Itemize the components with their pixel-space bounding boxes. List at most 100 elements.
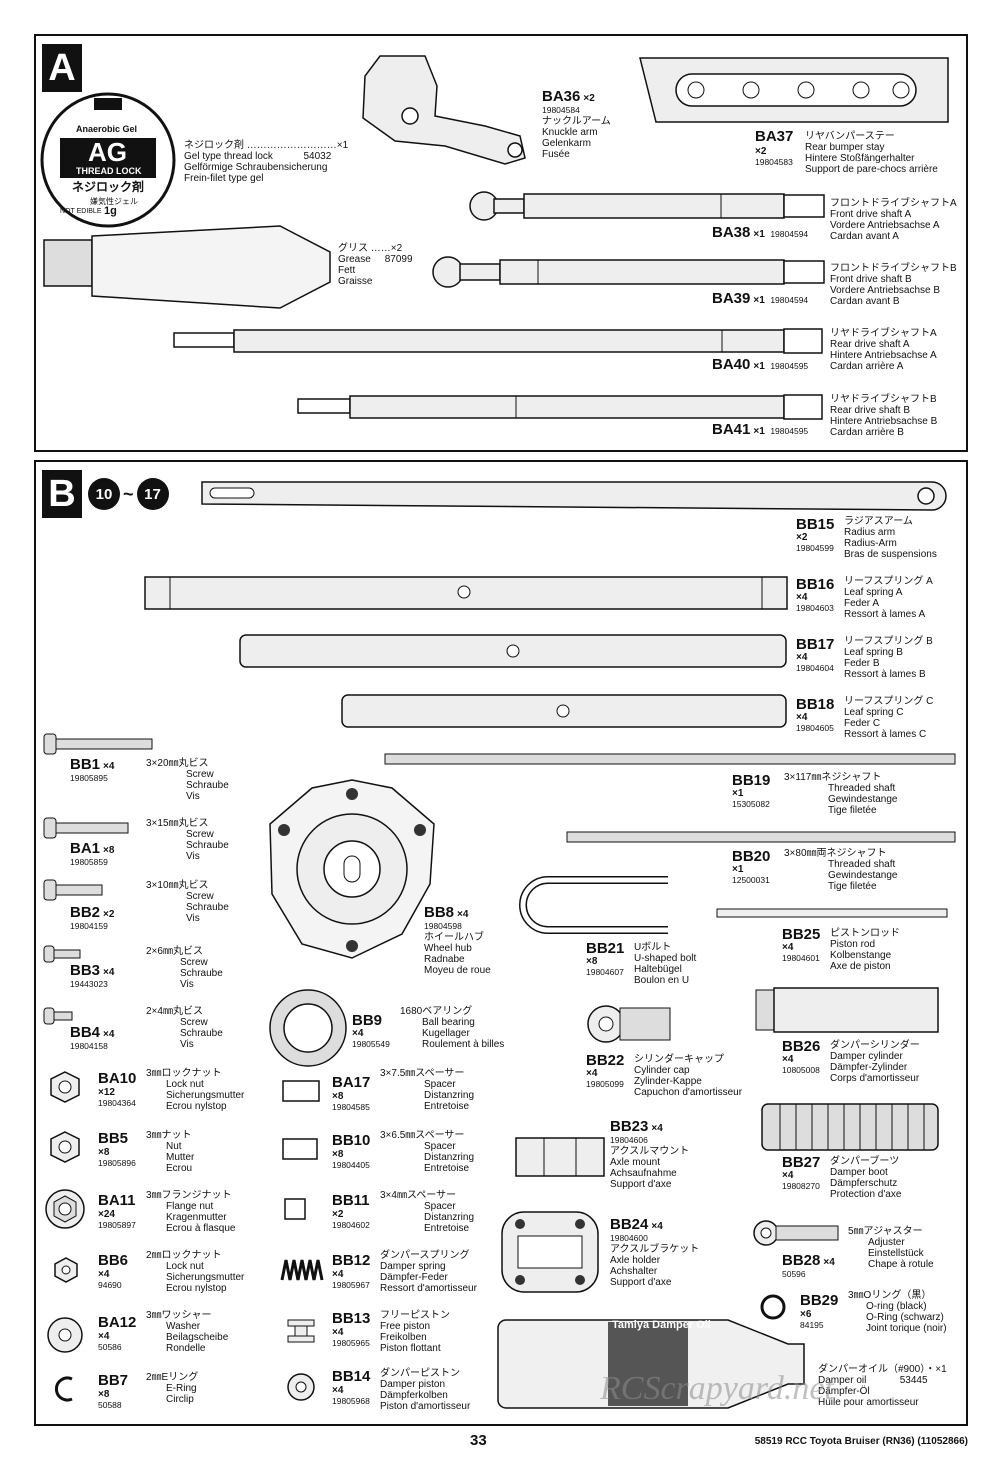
part-de: Achshalter xyxy=(610,1266,658,1277)
part-de: Distanzring xyxy=(424,1090,475,1101)
part-en: Lock nut xyxy=(166,1261,204,1272)
part-de: Dämpfer-Zylinder xyxy=(830,1062,908,1073)
part-en: Axle mount xyxy=(610,1157,661,1168)
part-jp: フロントドライブシャフトA xyxy=(830,198,957,209)
part-jp: ダンパーシリンダー xyxy=(830,1040,920,1051)
part-jp: リヤドライブシャフトB xyxy=(830,394,937,405)
part-en: Axle holder xyxy=(610,1255,661,1266)
lock-nut-3mm-icon xyxy=(50,1071,80,1103)
part-en: Flange nut xyxy=(166,1201,214,1212)
part-en: Spacer xyxy=(424,1141,456,1152)
part-jp: 3㎜フランジナット xyxy=(146,1190,232,1201)
part-en: Threaded shaft xyxy=(828,783,896,794)
part-fr: Cardan arrière B xyxy=(830,427,904,438)
part-jp: ダンパーピストン xyxy=(380,1368,460,1379)
part-fr: Vis xyxy=(186,851,200,862)
part-qty: ×4 xyxy=(796,652,808,663)
part-fr: Entretoise xyxy=(424,1223,470,1234)
part-label-ba37: BA37 xyxy=(755,128,793,145)
part-fr: Entretoise xyxy=(424,1101,470,1112)
grease-jp: グリス ……×2 xyxy=(338,243,403,254)
part-fr: Corps d'amortisseur xyxy=(830,1073,920,1084)
part-en: Washer xyxy=(166,1321,201,1332)
part-code: BB13 xyxy=(332,1310,371,1327)
part-jp: 3㎜ナット xyxy=(146,1130,192,1141)
part-number: 19804158 xyxy=(70,1041,108,1051)
part-en: Knuckle arm xyxy=(542,127,598,138)
badge-line1: Anaerobic Gel xyxy=(76,124,138,134)
part-desc-bb29: 3㎜Oリング（黒）O-ring (black)O-Ring (schwarz)J… xyxy=(848,1290,947,1334)
part-jp: 2㎜Eリング xyxy=(146,1372,199,1383)
part-number: 19805897 xyxy=(98,1220,136,1230)
front-drive-shaft-a-drawing xyxy=(469,191,825,221)
part-number: 19804607 xyxy=(586,967,624,977)
part-fr: Ecrou xyxy=(166,1163,193,1174)
part-code: BB9 xyxy=(352,1012,383,1029)
page-number: 33 xyxy=(470,1432,487,1449)
part-qty: ×4 xyxy=(98,1331,110,1342)
part-qty: ×2 xyxy=(755,146,767,157)
part-de: Feder C xyxy=(844,718,881,729)
part-code: BA38 xyxy=(712,224,751,241)
o-ring-icon xyxy=(760,1294,786,1320)
part-en: Leaf spring B xyxy=(844,647,903,658)
part-qty: ×4 xyxy=(586,1068,598,1079)
screw-2x6-drawing xyxy=(43,945,81,963)
part-de: Vordere Antriebsachse B xyxy=(830,285,941,296)
part-fr: Ressort à lames C xyxy=(844,729,927,740)
part-code: BB2 xyxy=(70,904,101,921)
part-code: BB5 xyxy=(98,1130,129,1147)
document-title: 58519 RCC Toyota Bruiser (RN36) (1105286… xyxy=(754,1436,968,1447)
part-fr: Ecrou à flasque xyxy=(166,1223,236,1234)
part-qty: ×4 xyxy=(796,592,808,603)
part-qty: ×4 xyxy=(782,1170,794,1181)
part-qty: ×2 xyxy=(796,532,808,543)
rear-bumper-stay-drawing xyxy=(639,57,949,123)
part-de: Sicherungsmutter xyxy=(166,1272,245,1283)
part-code: BB26 xyxy=(782,1038,821,1055)
part-code-ba41: BA41×1 19804595 xyxy=(712,421,808,438)
part-jp: 3㎜Oリング（黒） xyxy=(848,1290,932,1301)
threaded-shaft-80-drawing xyxy=(566,831,956,843)
thread-lock-badge: Anaerobic Gel AG THREAD LOCK ネジロック剤 嫌気性ジ… xyxy=(38,90,178,230)
thread-lock-jp: ネジロック剤 ………………………×1 xyxy=(184,140,349,151)
part-fr: Support d'axe xyxy=(610,1179,672,1190)
oil-de: Dämpfer-Öl xyxy=(818,1386,870,1397)
damper-oil-bottle-text: Tamiya Damper Oil xyxy=(612,1319,711,1331)
part-qty: ×8 xyxy=(586,956,598,967)
part-qty: ×4 xyxy=(651,1123,663,1134)
part-code: BA39 xyxy=(712,290,751,307)
part-code: BB24 xyxy=(610,1216,649,1233)
part-en: Leaf spring A xyxy=(844,587,903,598)
part-code: BA10 xyxy=(98,1070,137,1087)
part-qty: ×1 xyxy=(753,426,765,437)
part-de: Vordere Antriebsachse A xyxy=(830,220,940,231)
part-jp: 1680ベアリング xyxy=(400,1006,473,1017)
screw-3x20-drawing xyxy=(43,733,153,755)
part-jp: 2㎜ロックナット xyxy=(146,1250,222,1261)
part-number: 19805967 xyxy=(332,1280,370,1290)
part-jp: リヤバンパーステー xyxy=(805,131,895,142)
part-qty: ×4 xyxy=(332,1385,344,1396)
part-jp: 5㎜アジャスター xyxy=(848,1226,923,1237)
grease-num: 87099 xyxy=(384,254,413,265)
part-fr: Boulon en U xyxy=(634,975,690,986)
threaded-shaft-117-drawing xyxy=(384,753,956,765)
part-en: Screw xyxy=(186,829,214,840)
part-fr: Joint torique (noir) xyxy=(866,1323,947,1334)
part-fr: Axe de piston xyxy=(830,961,891,972)
part-number: 19443023 xyxy=(70,979,108,989)
